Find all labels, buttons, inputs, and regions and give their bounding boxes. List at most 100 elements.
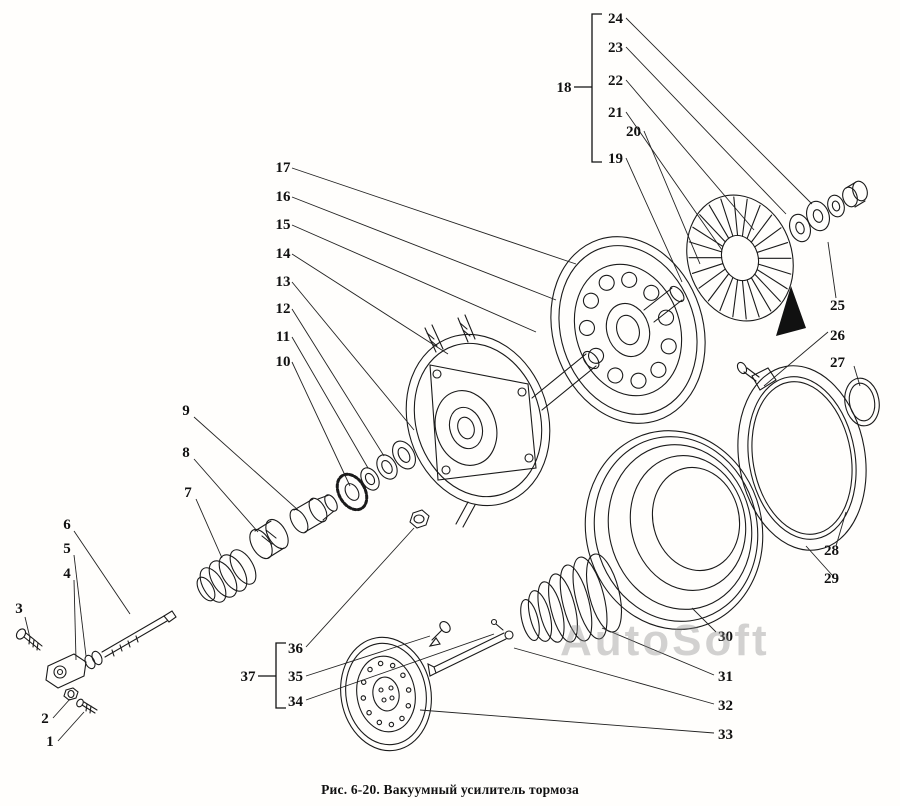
- leader-line-3: [24, 616, 31, 639]
- part-bolt-6: [101, 610, 177, 658]
- bracket-37: [258, 642, 286, 709]
- part-label-8: 8: [182, 445, 190, 461]
- leader-line-15: [291, 224, 537, 333]
- part-label-32: 32: [718, 698, 733, 714]
- part-label-13: 13: [276, 274, 291, 290]
- part-star-washer-10: [335, 472, 369, 512]
- part-label-27: 27: [830, 355, 846, 371]
- part-housing-drum-30: [584, 430, 764, 630]
- leader-line-21: [625, 111, 723, 251]
- figure-caption: Рис. 6-20. Вакуумный усилитель тормоза: [321, 782, 579, 797]
- part-label-21: 21: [608, 105, 623, 121]
- part-label-15: 15: [276, 217, 291, 233]
- part-label-12: 12: [276, 301, 291, 317]
- part-bearing-8: [249, 518, 289, 560]
- leader-line-32: [513, 647, 715, 705]
- part-boot-7: [196, 549, 257, 603]
- part-label-34: 34: [288, 694, 304, 710]
- part-label-5: 5: [63, 541, 71, 557]
- part-label-30: 30: [718, 629, 733, 645]
- leader-line-5: [73, 554, 87, 657]
- leader-line-36: [305, 527, 415, 648]
- part-label-19: 19: [608, 151, 623, 167]
- leader-line-1: [57, 711, 85, 742]
- part-retainer-disc: [686, 194, 794, 322]
- leader-line-33: [419, 709, 715, 734]
- leader-line-30: [691, 607, 717, 633]
- part-pushrod-32: [427, 618, 514, 677]
- leader-line-24: [625, 17, 813, 205]
- part-label-6: 6: [63, 517, 71, 533]
- leader-line-26: [763, 331, 829, 387]
- leader-line-10: [291, 361, 351, 487]
- part-spring-cone: [776, 286, 806, 336]
- part-seal-13: [391, 440, 417, 470]
- part-label-4: 4: [63, 566, 71, 582]
- leader-line-11: [291, 336, 369, 469]
- part-label-36: 36: [288, 641, 304, 657]
- part-label-1: 1: [46, 734, 54, 750]
- part-label-3: 3: [15, 601, 23, 617]
- part-valve-35: [428, 621, 451, 647]
- part-number-labels: 1234567891011121314151617181920212223242…: [15, 11, 845, 750]
- leader-line-14: [291, 253, 449, 355]
- part-washer-11: [360, 467, 380, 491]
- part-washer-5: [84, 650, 103, 670]
- leader-line-25: [827, 241, 837, 299]
- part-label-11: 11: [276, 329, 290, 345]
- part-diaphragm-plate-17: [550, 236, 706, 424]
- part-label-29: 29: [824, 571, 839, 587]
- leader-line-13: [291, 281, 415, 431]
- part-label-16: 16: [276, 189, 292, 205]
- leader-line-8: [193, 458, 259, 533]
- part-label-23: 23: [608, 40, 623, 56]
- part-label-20: 20: [626, 124, 641, 140]
- part-label-9: 9: [182, 403, 190, 419]
- part-label-14: 14: [276, 246, 292, 262]
- leader-line-23: [625, 46, 787, 215]
- part-bolt-3: [15, 628, 43, 651]
- part-label-37: 37: [241, 669, 257, 685]
- leader-line-6: [73, 530, 131, 615]
- exploded-diagram: 1234567891011121314151617181920212223242…: [15, 11, 880, 752]
- part-label-26: 26: [830, 328, 846, 344]
- leader-line-17: [291, 167, 577, 265]
- leader-line-34: [305, 633, 495, 701]
- part-bolt-1: [76, 698, 98, 714]
- part-label-24: 24: [608, 11, 624, 27]
- part-label-33: 33: [718, 727, 733, 743]
- leader-line-35: [305, 635, 431, 677]
- leader-line-22: [625, 79, 755, 231]
- part-label-31: 31: [718, 669, 733, 685]
- part-washer-12: [376, 454, 398, 480]
- leader-line-12: [291, 308, 385, 457]
- leader-line-19: [625, 157, 683, 283]
- bracket-18: [574, 13, 602, 163]
- part-label-22: 22: [608, 73, 623, 89]
- leader-line-16: [291, 196, 557, 301]
- group-brackets: [258, 13, 602, 709]
- part-fork-4: [45, 653, 87, 689]
- part-label-7: 7: [184, 485, 192, 501]
- part-nut-2: [63, 687, 79, 701]
- part-valve-stack: [789, 180, 868, 243]
- part-nut-36: [409, 509, 430, 529]
- leader-line-29: [805, 545, 833, 576]
- leader-line-28: [835, 511, 847, 547]
- part-label-25: 25: [830, 298, 845, 314]
- part-label-2: 2: [41, 711, 49, 727]
- part-label-28: 28: [824, 543, 839, 559]
- leader-lines: [24, 17, 861, 742]
- part-label-17: 17: [276, 160, 292, 176]
- part-label-35: 35: [288, 669, 303, 685]
- part-valve-body-14: [405, 314, 551, 528]
- part-label-18: 18: [557, 80, 572, 96]
- part-clamp-band-28: [736, 361, 867, 551]
- leader-line-27: [853, 365, 861, 387]
- leader-line-4: [73, 579, 77, 661]
- leader-line-20: [643, 130, 701, 265]
- part-bellows-31: [520, 553, 623, 643]
- leader-line-9: [193, 416, 299, 511]
- part-bushing-9: [289, 494, 338, 534]
